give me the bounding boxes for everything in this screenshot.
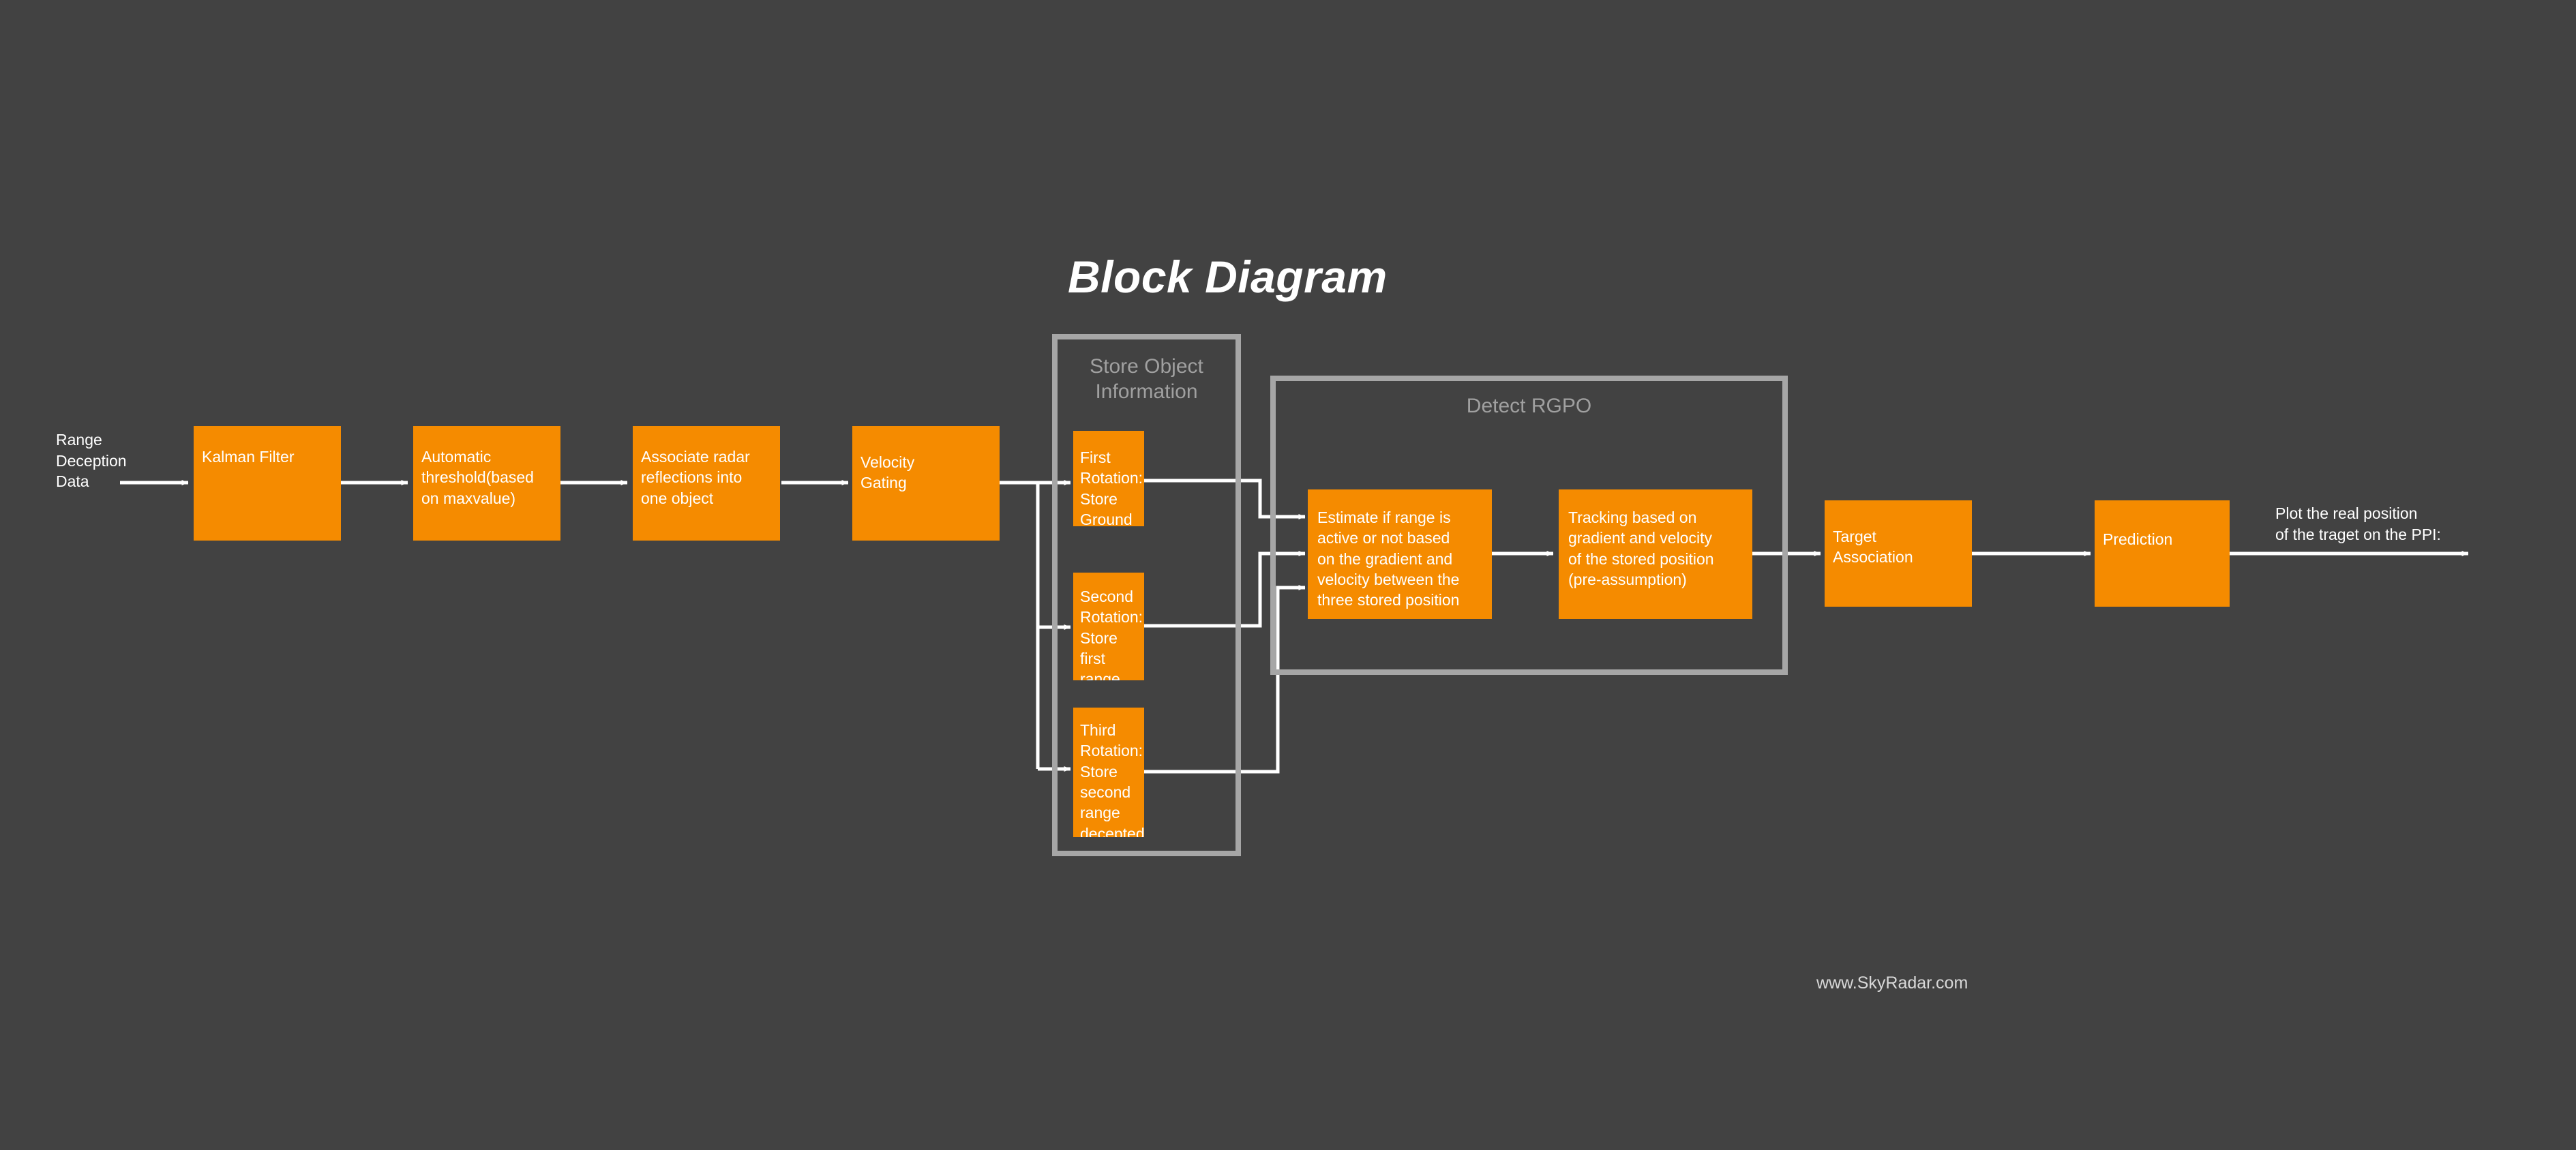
box-target-association-label: Target Association — [1833, 528, 1913, 566]
box-prediction[interactable]: Prediction — [2095, 500, 2230, 607]
box-associate-radar-label: Associate radar reflections into one obj… — [641, 448, 750, 507]
box-kalman-filter-label: Kalman Filter — [202, 448, 295, 466]
box-second-rotation-label: Second Rotation: Store first range decep… — [1080, 588, 1143, 680]
box-second-rotation[interactable]: Second Rotation: Store first range decep… — [1073, 573, 1144, 680]
box-first-rotation[interactable]: First Rotation: Store Ground Truth Posit… — [1073, 431, 1144, 526]
box-kalman-filter[interactable]: Kalman Filter — [194, 426, 341, 541]
box-automatic-threshold-label: Automatic threshold(based on maxvalue) — [421, 448, 534, 507]
box-tracking-gradient-label: Tracking based on gradient and velocity … — [1568, 509, 1714, 589]
box-automatic-threshold[interactable]: Automatic threshold(based on maxvalue) — [413, 426, 560, 541]
box-prediction-label: Prediction — [2103, 530, 2173, 548]
box-third-rotation[interactable]: Third Rotation: Store second range decep… — [1073, 708, 1144, 837]
box-first-rotation-label: First Rotation: Store Ground Truth Posit… — [1080, 449, 1143, 526]
output-label: Plot the real position of the traget on … — [2275, 504, 2441, 543]
box-velocity-gating[interactable]: Velocity Gating — [852, 426, 1000, 541]
page-title: Block Diagram — [1068, 252, 1388, 302]
box-tracking-gradient[interactable]: Tracking based on gradient and velocity … — [1559, 489, 1752, 619]
input-label: Range Deception Data — [56, 431, 127, 491]
box-target-association[interactable]: Target Association — [1825, 500, 1972, 607]
box-estimate-range[interactable]: Estimate if range is active or not based… — [1308, 489, 1492, 619]
connector-velocity-bus — [1000, 481, 1040, 769]
footer-watermark: www.SkyRadar.com — [1816, 973, 1968, 993]
box-third-rotation-label: Third Rotation: Store second range decep… — [1080, 721, 1144, 837]
group-store-object-information-title: Store Object Information — [1090, 355, 1203, 403]
group-store-object-information — [1052, 334, 1241, 856]
group-detect-rgpo — [1270, 376, 1788, 675]
group-detect-rgpo-title: Detect RGPO — [1466, 395, 1592, 417]
box-estimate-range-label: Estimate if range is active or not based… — [1317, 509, 1460, 609]
box-velocity-gating-label: Velocity Gating — [860, 453, 915, 492]
box-associate-radar[interactable]: Associate radar reflections into one obj… — [633, 426, 780, 541]
